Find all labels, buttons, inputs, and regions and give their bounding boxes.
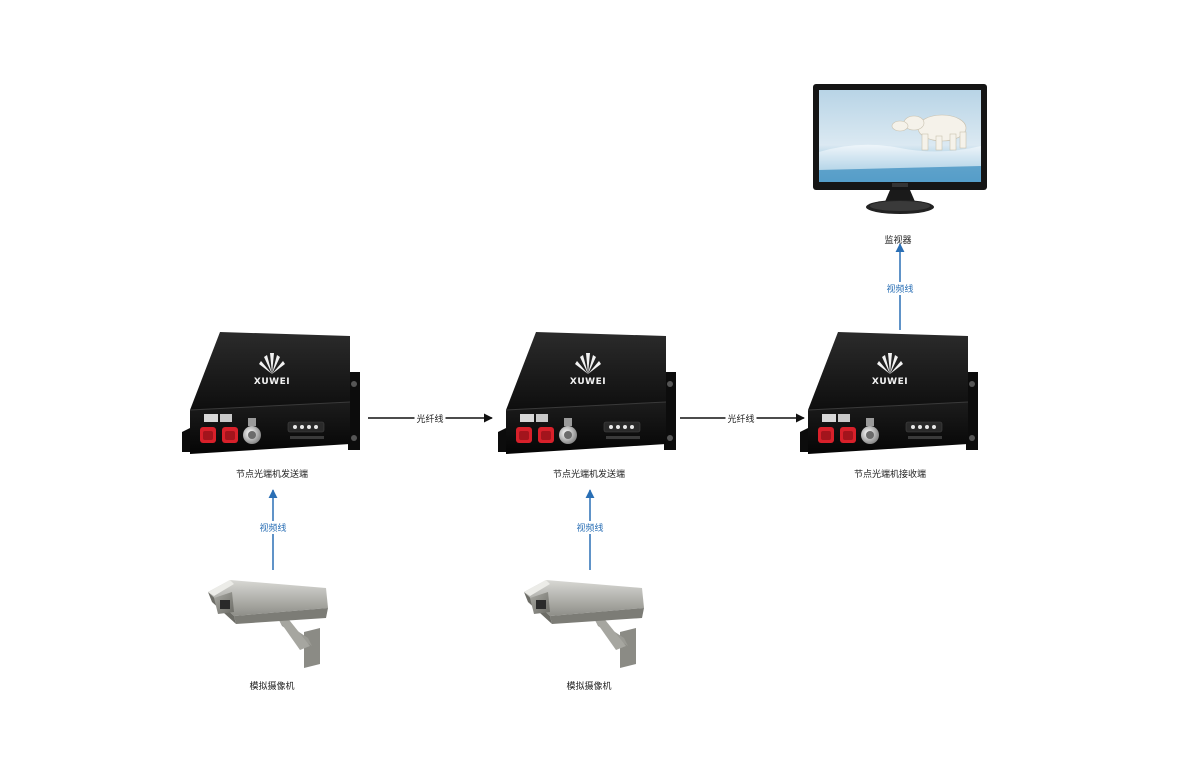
transmitter-2 <box>497 331 677 455</box>
fiber-link-2-label: 光纤线 <box>725 412 757 425</box>
fiber-link-1-label: 光纤线 <box>414 412 446 425</box>
video-link-camera-1-label: 视频线 <box>257 521 289 534</box>
video-link-monitor-label: 视频线 <box>884 282 916 295</box>
lcd-monitor-icon <box>813 84 987 214</box>
cctv-camera-icon <box>208 580 328 668</box>
video-link-camera-2-label: 视频线 <box>574 521 606 534</box>
transmitter-1-label: 节点光端机发送端 <box>235 470 309 480</box>
camera-1 <box>208 580 328 668</box>
receiver-label: 节点光端机接收端 <box>853 470 927 480</box>
fiber-optic-transceiver-icon <box>497 331 677 455</box>
fiber-optic-transceiver-icon <box>799 331 979 455</box>
fiber-optic-transceiver-icon <box>181 331 361 455</box>
transmitter-2-label: 节点光端机发送端 <box>552 470 626 480</box>
camera-2-label: 模拟摄像机 <box>566 682 612 692</box>
transmitter-1 <box>181 331 361 455</box>
polar-bear-image <box>891 114 967 151</box>
camera-1-label: 模拟摄像机 <box>249 682 295 692</box>
camera-2 <box>524 580 644 668</box>
receiver <box>799 331 979 455</box>
monitor-label: 监视器 <box>884 236 912 246</box>
cctv-camera-icon <box>524 580 644 668</box>
